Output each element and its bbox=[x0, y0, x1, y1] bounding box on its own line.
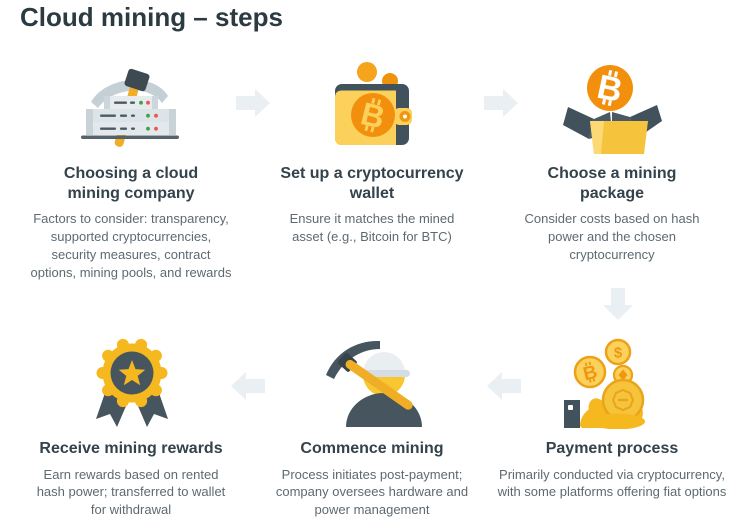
star-icon bbox=[118, 360, 145, 386]
arrow-down-icon bbox=[603, 288, 633, 325]
step-description: Primarily conducted via cryptocurrency, … bbox=[497, 466, 727, 500]
step-title: Set up a cryptocurrency wallet bbox=[280, 165, 464, 202]
ethereum-symbol bbox=[618, 369, 627, 381]
dollar-symbol: $ bbox=[613, 345, 622, 362]
step-choose-package: B Choose a mining package Consider costs… bbox=[502, 58, 722, 264]
crypto-wallet-icon: B bbox=[272, 58, 472, 154]
page-title: Cloud mining – steps bbox=[20, 2, 283, 32]
step-title: Choose a mining package bbox=[547, 165, 677, 202]
miner-pickaxe-icon bbox=[262, 333, 482, 429]
step-description: Ensure it matches the mined asset (e.g.,… bbox=[289, 211, 455, 244]
arrow-right-icon bbox=[236, 89, 270, 122]
step-choosing-company: Choosing a cloud mining company Factors … bbox=[10, 58, 252, 282]
step-description: Factors to consider: transparency, suppo… bbox=[30, 211, 232, 280]
step-title: Receive mining rewards bbox=[39, 440, 223, 457]
step-title: Payment process bbox=[545, 440, 679, 457]
step-title: Commence mining bbox=[300, 440, 444, 457]
arrow-left-icon bbox=[231, 372, 265, 405]
svg-text:B: B bbox=[581, 362, 599, 386]
arrow-left-icon bbox=[487, 372, 521, 405]
step-description: Process initiates post-payment; company … bbox=[275, 466, 469, 518]
step-title: Choosing a cloud mining company bbox=[63, 165, 199, 202]
payment-coins-hand-icon: $ B bbox=[497, 333, 727, 429]
mining-package-box-icon: B bbox=[502, 58, 722, 154]
step-payment-process: $ B Payment p bbox=[497, 333, 727, 501]
step-description: Earn rewards based on rented hash power;… bbox=[36, 466, 226, 518]
step-setup-wallet: B Set up a cryptocurrency wallet Ensure … bbox=[272, 58, 472, 246]
award-ribbon-icon bbox=[14, 333, 248, 429]
server-pickaxe-icon bbox=[10, 58, 252, 154]
bitcoin-symbol: B bbox=[581, 362, 599, 386]
step-description: Consider costs based on hash power and t… bbox=[524, 211, 700, 262]
step-receive-rewards: Receive mining rewards Earn rewards base… bbox=[14, 333, 248, 519]
step-commence-mining: Commence mining Process initiates post-p… bbox=[262, 333, 482, 519]
arrow-right-icon bbox=[484, 89, 518, 122]
